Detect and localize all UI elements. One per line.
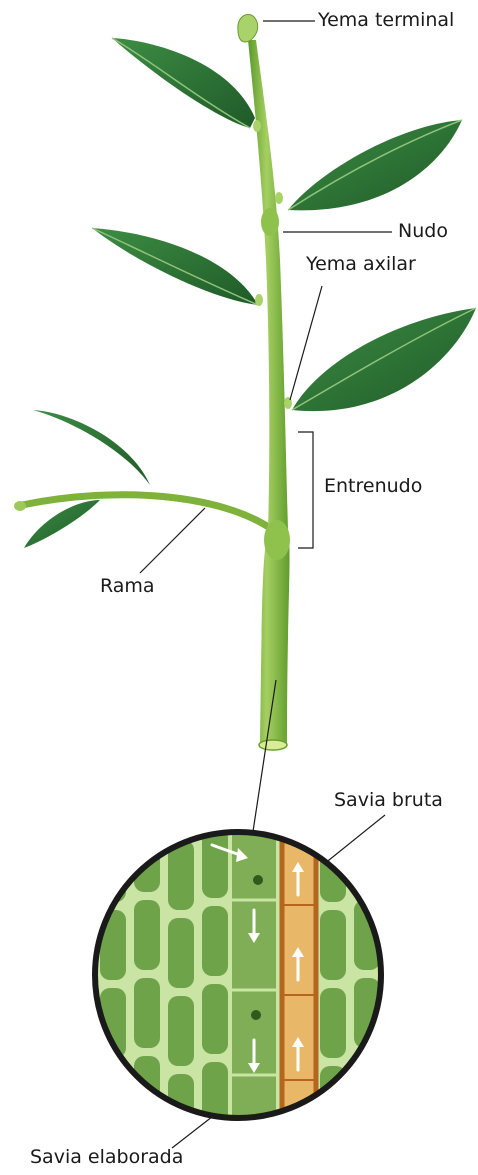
label-node: Nudo [398, 222, 448, 241]
magnified-tissue [90, 822, 390, 1144]
label-raw-sap: Savia bruta [334, 791, 443, 810]
axillary-bud-2 [275, 192, 283, 204]
leaf-branch-lower [24, 500, 100, 548]
label-axillary-bud: Yema axilar [306, 255, 416, 274]
main-stem [248, 40, 290, 745]
stem-cut [259, 740, 287, 750]
label-processed-sap: Savia elaborada [30, 1148, 183, 1167]
leaf-right-upper [288, 120, 462, 210]
label-internode: Entrenudo [324, 477, 422, 496]
leaves [24, 38, 476, 548]
axillary-bud-3 [255, 294, 263, 306]
label-branch: Rama [100, 577, 155, 596]
leaf-right-lower [292, 308, 476, 411]
label-terminal-bud: Yema terminal [318, 11, 454, 30]
branch-node [264, 520, 290, 560]
terminal-bud [238, 14, 258, 42]
node-swelling [261, 208, 279, 236]
branch-tip-bud [14, 501, 26, 511]
axillary-bud-1 [253, 120, 261, 132]
leaf-branch-upper [33, 410, 150, 485]
